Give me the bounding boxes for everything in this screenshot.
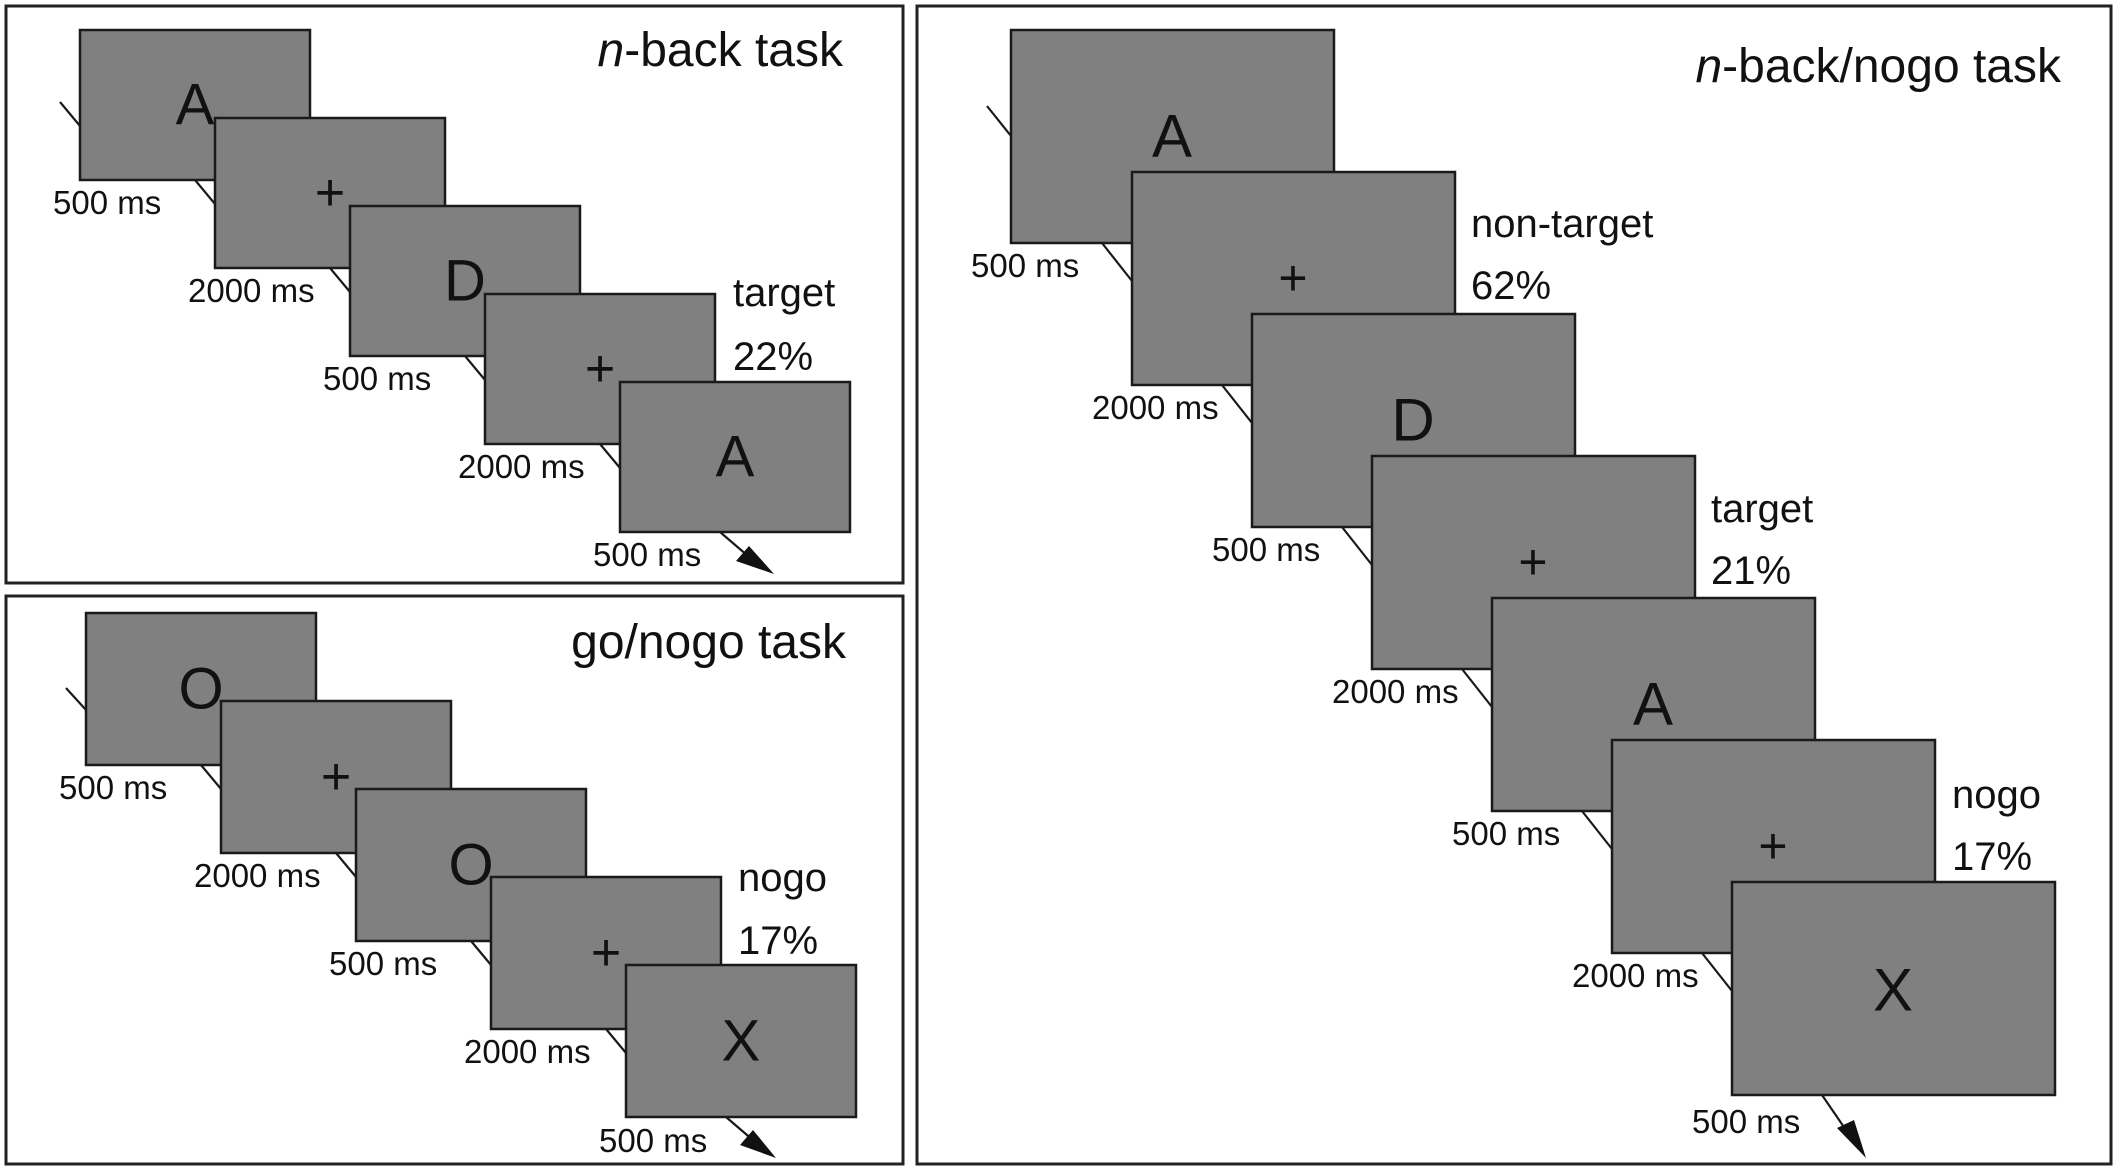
stimulus-symbol: O <box>178 657 223 722</box>
stimulus-symbol: + <box>585 340 615 398</box>
timeline-tick <box>335 852 357 878</box>
duration-label: 500 ms <box>329 945 437 982</box>
timeline-arrowhead <box>736 546 774 574</box>
duration-label: 500 ms <box>593 536 701 573</box>
condition-name: non-target <box>1471 202 1653 246</box>
duration-label: 2000 ms <box>458 448 585 485</box>
duration-label: 2000 ms <box>464 1033 591 1070</box>
stimulus-symbol: D <box>1391 387 1434 454</box>
duration-label: 500 ms <box>599 1122 707 1159</box>
duration-label: 500 ms <box>53 184 161 221</box>
stimulus-screen: X <box>624 963 858 1119</box>
timeline-tick <box>1461 668 1493 708</box>
stimulus-symbol: A <box>176 73 215 138</box>
timeline-tick <box>1101 242 1133 282</box>
stimulus-symbol: + <box>1758 818 1787 874</box>
condition-percent: 21% <box>1711 549 1791 593</box>
timeline-tick <box>986 105 1012 137</box>
timeline-tick <box>329 267 351 293</box>
stimulus-symbol: X <box>1873 957 1913 1024</box>
stimulus-symbol: D <box>444 249 486 314</box>
timeline-tick <box>194 179 216 205</box>
panel-nbacknogo: n-back/nogo task A 500 ms + 2000 ms D 50… <box>915 4 2113 1166</box>
timeline-tick <box>200 764 222 790</box>
timeline-tick <box>605 1028 627 1054</box>
duration-label: 2000 ms <box>1572 957 1699 994</box>
timeline-tick <box>470 940 492 966</box>
stimulus-symbol: + <box>321 748 351 806</box>
timeline-tick <box>464 355 486 381</box>
stimulus-screen: A <box>618 380 852 534</box>
timeline-tick <box>1581 810 1613 850</box>
duration-label: 2000 ms <box>194 857 321 894</box>
duration-label: 500 ms <box>1692 1103 1800 1140</box>
condition-percent: 17% <box>738 919 818 963</box>
stimulus-screen: A <box>78 28 312 182</box>
timeline-tick <box>59 101 81 127</box>
timeline-tick <box>719 531 749 557</box>
duration-label: 2000 ms <box>1092 389 1219 426</box>
condition-name: nogo <box>738 856 827 900</box>
duration-label: 500 ms <box>1452 815 1560 852</box>
timeline-tick <box>1341 526 1373 566</box>
duration-label: 500 ms <box>1212 531 1320 568</box>
condition-percent: 62% <box>1471 264 1551 308</box>
duration-label: 2000 ms <box>1332 673 1459 710</box>
stimulus-symbol: + <box>315 164 345 222</box>
panel-gonogo-title: go/nogo task <box>571 616 847 669</box>
condition-percent: 17% <box>1952 835 2032 879</box>
condition-name: target <box>733 271 835 315</box>
condition-percent: 22% <box>733 335 813 379</box>
duration-label: 2000 ms <box>188 272 315 309</box>
stimulus-symbol: + <box>1518 534 1547 590</box>
timeline-tick <box>65 687 87 711</box>
timeline-tick <box>1221 384 1253 424</box>
timeline-arrowhead <box>740 1130 776 1158</box>
duration-label: 500 ms <box>59 769 167 806</box>
stimulus-symbol: A <box>716 425 755 490</box>
condition-name: nogo <box>1952 773 2041 817</box>
panel-gonogo: go/nogo task O 500 ms + 2000 ms O 500 ms… <box>4 594 905 1166</box>
timeline-arrowhead <box>1837 1120 1866 1158</box>
stimulus-symbol: O <box>448 833 493 898</box>
timeline-tick <box>1701 952 1733 992</box>
stimulus-screen: + <box>1610 738 1937 955</box>
panel-nbacknogo-title: n-back/nogo task <box>1695 40 2062 93</box>
timeline-tick <box>599 443 621 469</box>
stimulus-symbol: + <box>1278 250 1307 306</box>
panel-nback: n-back task A 500 ms + 2000 ms D 500 ms … <box>4 4 905 585</box>
stimulus-symbol: A <box>1152 103 1192 170</box>
stimulus-symbol: X <box>722 1009 761 1074</box>
condition-name: target <box>1711 487 1813 531</box>
duration-label: 500 ms <box>323 360 431 397</box>
panel-nback-title: n-back task <box>598 24 844 77</box>
stimulus-screen: O <box>84 611 318 767</box>
stimulus-screen: X <box>1730 880 2057 1097</box>
duration-label: 500 ms <box>971 247 1079 284</box>
stimulus-symbol: A <box>1633 671 1673 738</box>
stimulus-symbol: + <box>591 924 621 982</box>
